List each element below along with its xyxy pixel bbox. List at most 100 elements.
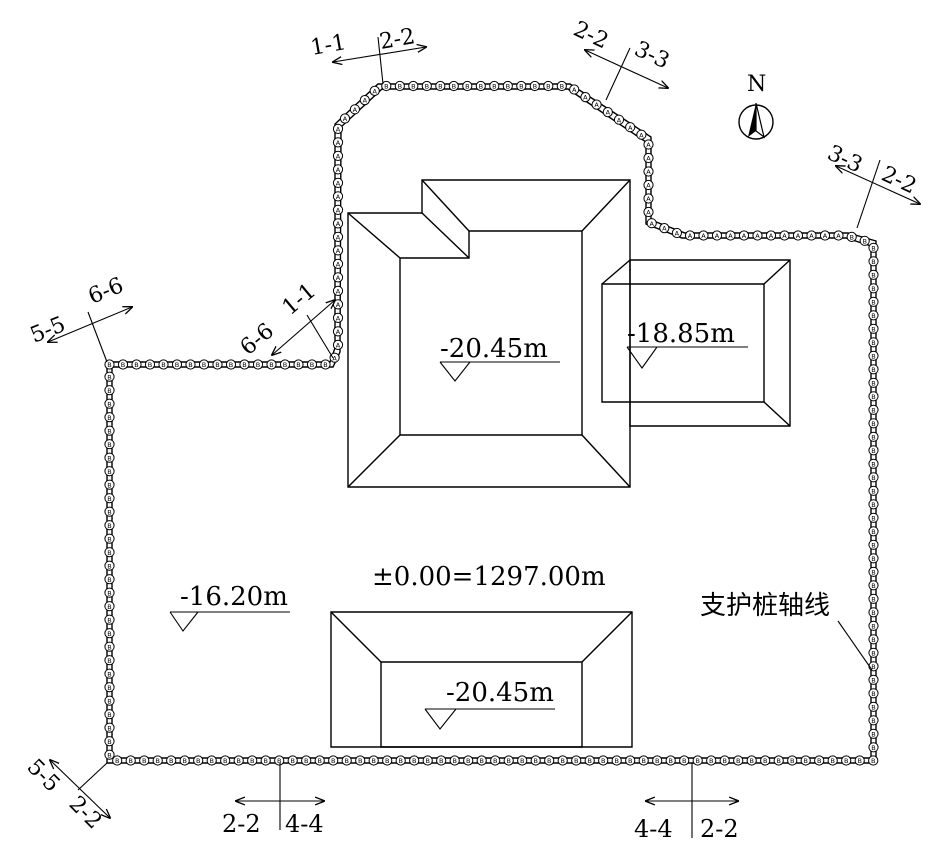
pile-type-label: A: [336, 139, 341, 147]
pile-marker: [868, 553, 879, 564]
section-marker-8: 4-4 2-2: [634, 763, 739, 843]
pile-marker: [556, 80, 567, 92]
pile-marker: [104, 439, 115, 450]
pile-type-label: B: [107, 670, 111, 678]
pile-type-label: B: [871, 717, 875, 725]
pile-marker: [332, 137, 344, 148]
pile-type-label: A: [336, 261, 341, 269]
pile-marker: [332, 272, 344, 283]
pile-type-label: A: [675, 230, 680, 238]
pile-type-label: B: [862, 237, 866, 245]
pile-type-label: B: [358, 757, 362, 765]
pile-type-label: B: [115, 757, 119, 765]
pile-type-label: A: [628, 124, 633, 132]
pile-marker: [611, 755, 622, 766]
pile-marker: [435, 80, 446, 92]
pile-marker: [104, 466, 115, 477]
pile-type-label: A: [701, 232, 706, 240]
pile-type-label: B: [398, 83, 402, 91]
pile-marker: [279, 359, 291, 370]
pile-marker: [104, 385, 115, 396]
pile-marker: [569, 84, 580, 95]
pile-marker: [239, 359, 250, 370]
pile-marker: [779, 230, 790, 241]
pile-marker: [104, 736, 115, 747]
pile-type-label: B: [169, 757, 173, 765]
pile-marker: [332, 150, 344, 161]
pile-type-label: B: [107, 495, 111, 503]
pile-marker: [787, 755, 798, 766]
pile-marker: [503, 755, 514, 766]
pile-type-label: B: [533, 83, 537, 91]
pile-type-label: B: [871, 730, 875, 738]
level-text-pit-east: -18.85m: [627, 319, 735, 349]
pile-type-label: A: [662, 225, 667, 233]
pile-type-label: A: [336, 207, 341, 215]
pile-type-label: B: [452, 83, 456, 91]
pile-type-label: B: [425, 83, 429, 91]
section-label: 2-2: [222, 810, 261, 838]
pile-type-label: B: [520, 757, 524, 765]
pile-marker: [636, 129, 647, 140]
pile-type-label: A: [336, 247, 341, 255]
pile-type-label: B: [263, 757, 267, 765]
pile-marker: [368, 755, 379, 766]
pile-marker: [369, 85, 380, 97]
pile-type-label: B: [492, 83, 496, 91]
pile-type-label: B: [107, 630, 111, 638]
pile-marker: [476, 755, 487, 766]
pile-marker: [529, 80, 540, 92]
pile-marker: [225, 359, 237, 370]
pile-marker: [104, 614, 115, 625]
pile-marker: [773, 755, 784, 766]
pile-marker: [332, 285, 344, 296]
pile-marker: [314, 755, 325, 766]
pile-type-label: B: [871, 609, 875, 617]
pile-type-label: B: [331, 757, 335, 765]
pile-type-label: B: [107, 400, 111, 408]
pile-marker: [117, 359, 129, 370]
pile-type-label: B: [242, 361, 246, 369]
level-text-base: -16.20m: [180, 582, 288, 612]
pile-type-label: B: [547, 757, 551, 765]
pile-marker: [868, 337, 879, 348]
pile-marker: [706, 755, 717, 766]
pile-marker: [679, 755, 690, 766]
pile-type-label: B: [871, 622, 875, 630]
pile-type-label: B: [175, 361, 179, 369]
pile-marker: [613, 114, 625, 125]
pile-marker: [557, 755, 568, 766]
pile-type-label: A: [336, 180, 341, 188]
pile-type-label: A: [606, 109, 611, 117]
pile-marker: [104, 601, 115, 612]
pile-type-label: B: [763, 757, 767, 765]
pile-type-label: B: [871, 298, 875, 306]
pile-type-label: A: [332, 354, 337, 362]
pile-type-label: B: [560, 757, 564, 765]
pile-marker: [868, 715, 879, 726]
pile-type-label: B: [121, 361, 125, 369]
pile-marker: [646, 218, 657, 229]
pile-marker: [868, 445, 879, 456]
level-marker-pit-south: -20.45m: [424, 678, 555, 730]
pile-type-label: B: [412, 757, 416, 765]
pile-marker: [462, 80, 473, 92]
pile-marker: [252, 359, 264, 370]
pile-type-label: B: [614, 757, 618, 765]
pile-type-label: B: [344, 757, 348, 765]
pile-marker: [287, 755, 298, 766]
pile-type-label: B: [871, 744, 875, 752]
pile-marker: [833, 230, 844, 241]
pile-marker: [841, 755, 852, 766]
north-arrow: N: [738, 72, 774, 140]
section-label: 3-3: [630, 37, 673, 75]
level-text-pit-main: -20.45m: [440, 334, 548, 364]
pile-type-label: B: [871, 690, 875, 698]
pile-type-label: B: [269, 361, 273, 369]
pile-marker: [692, 755, 703, 766]
pile-marker: [859, 235, 870, 246]
pile-marker: [725, 230, 736, 241]
pile-type-label: A: [336, 166, 341, 174]
pile-marker: [112, 755, 123, 766]
pile-marker: [868, 283, 879, 294]
